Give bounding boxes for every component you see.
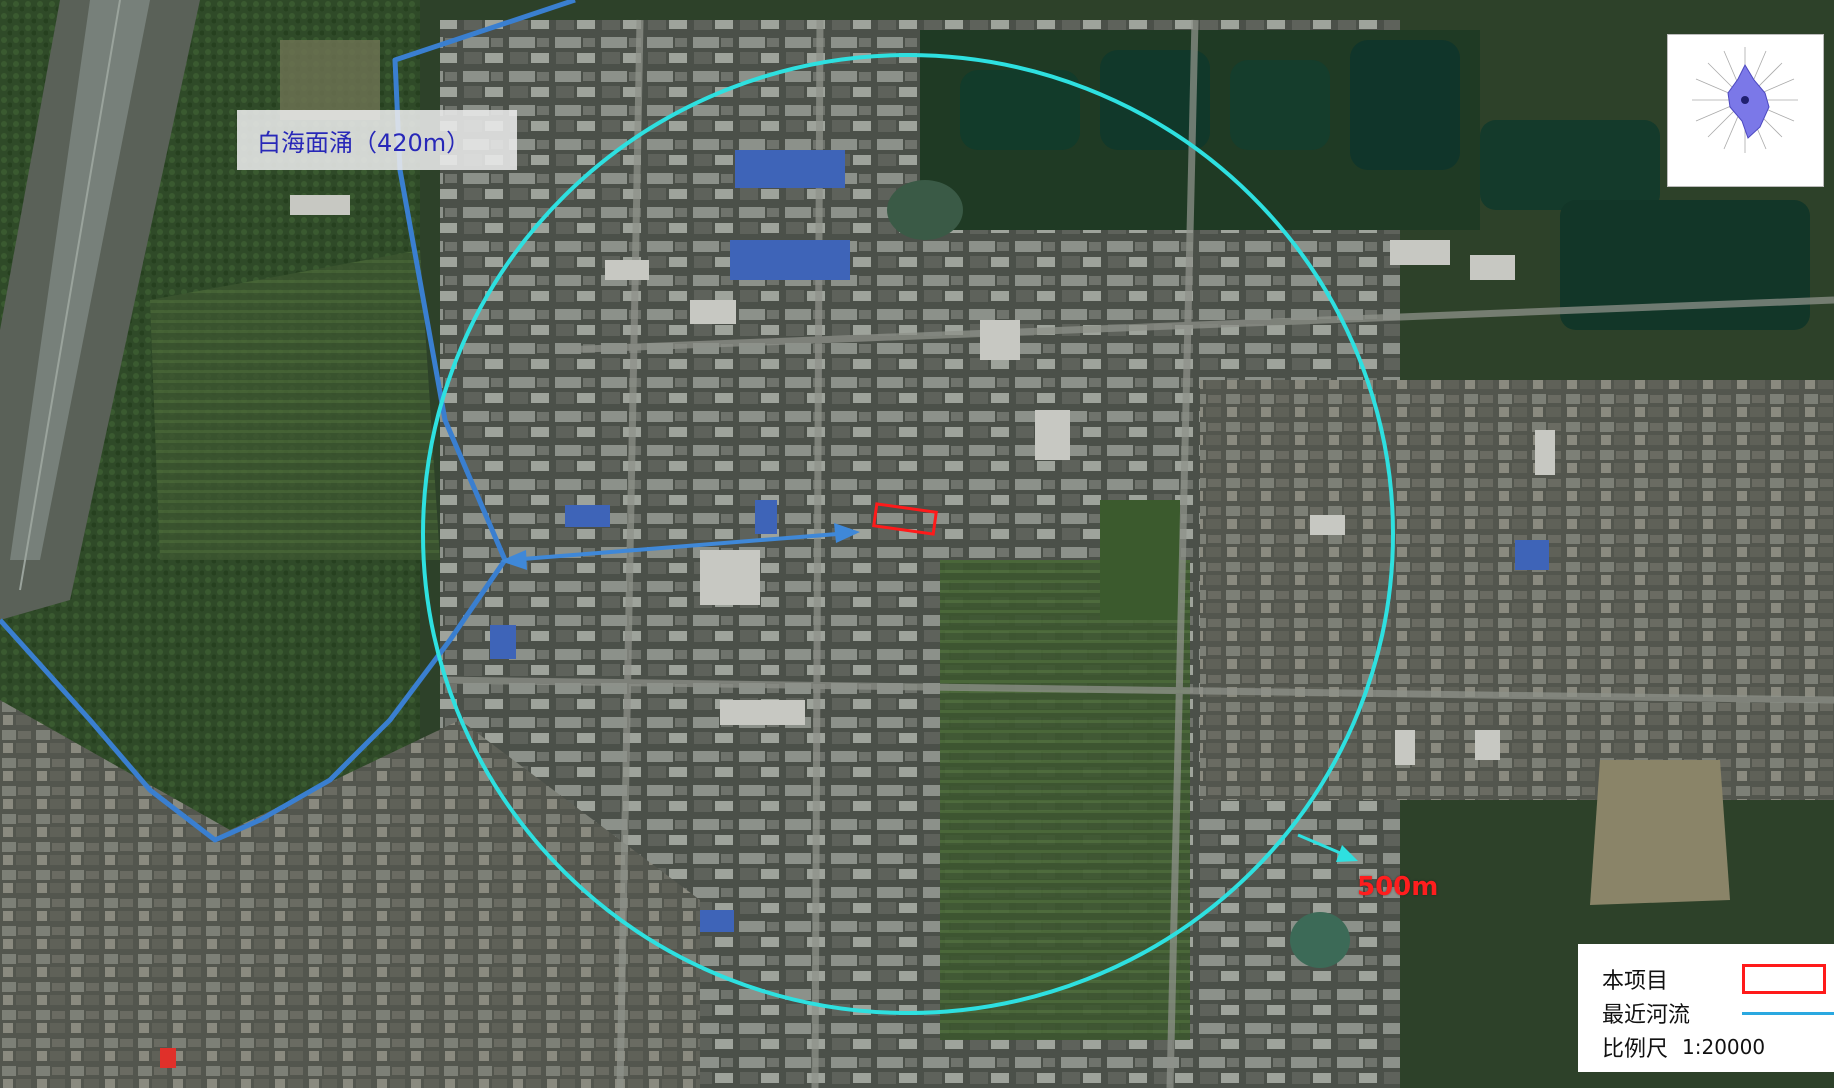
buffer-radius-label: 500m [1357, 872, 1439, 902]
legend-row-scale: 比例尺 1:20000 [1602, 1030, 1834, 1064]
project-outline-icon [1742, 964, 1826, 994]
river-name-label: 白海面涌（420m） [237, 110, 517, 170]
wind-rose-icon [1692, 47, 1798, 153]
wind-rose-chart [1667, 34, 1824, 187]
legend-row-project: 本项目 [1602, 962, 1834, 996]
legend-river-label: 最近河流 [1602, 1003, 1691, 1028]
legend-project-label: 本项目 [1602, 969, 1669, 994]
river-line-icon [1742, 1012, 1834, 1015]
map-legend: 本项目 最近河流 比例尺 1:20000 [1578, 944, 1834, 1072]
legend-scale-label: 比例尺 [1602, 1037, 1669, 1062]
legend-scale-value: 1:20000 [1682, 1035, 1766, 1059]
legend-row-river: 最近河流 [1602, 996, 1834, 1030]
